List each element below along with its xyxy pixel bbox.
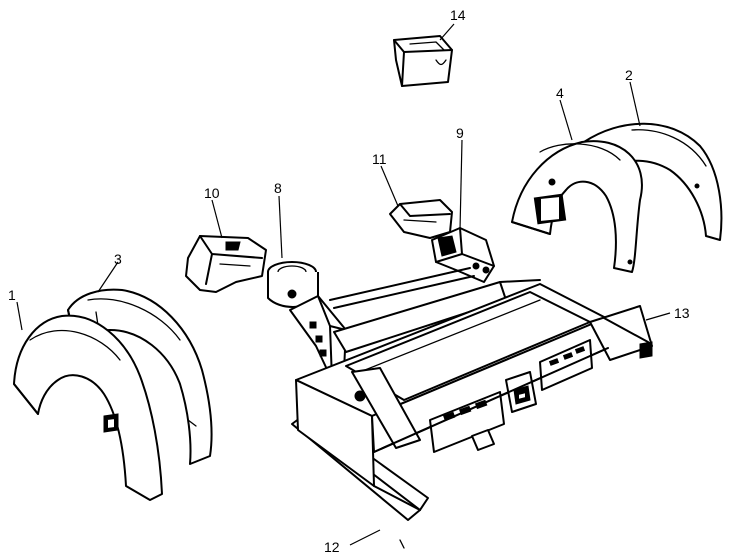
leader-14 — [439, 23, 455, 41]
leader-1 — [16, 301, 23, 331]
part-11-bracket — [389, 199, 453, 239]
leader-11 — [380, 165, 399, 207]
main-frame — [291, 283, 653, 549]
part-9-mount — [431, 227, 495, 283]
leader-12 — [349, 529, 381, 546]
leader-9 — [459, 139, 463, 231]
label-14: 14 — [450, 7, 466, 23]
leader-3 — [97, 261, 119, 293]
label-4: 4 — [556, 85, 564, 101]
leader-13 — [645, 312, 671, 321]
leader-4 — [559, 99, 573, 141]
callout-labels: 1 2 3 4 8 9 10 11 12 13 14 — [8, 7, 690, 555]
label-1: 1 — [8, 287, 16, 303]
label-13: 13 — [674, 305, 690, 321]
leader-lines — [16, 23, 671, 546]
part-8-tower — [267, 261, 347, 381]
label-2: 2 — [625, 67, 633, 83]
label-10: 10 — [204, 185, 220, 201]
leader-2 — [629, 81, 641, 127]
label-8: 8 — [274, 180, 282, 196]
part-4-wheel-arch — [511, 140, 643, 273]
label-12: 12 — [324, 539, 340, 555]
part-1-wheel-arch — [13, 314, 163, 501]
label-3: 3 — [114, 251, 122, 267]
label-9: 9 — [456, 125, 464, 141]
cross-rod — [329, 267, 475, 309]
leader-8 — [278, 195, 283, 259]
leader-10 — [211, 199, 223, 239]
part-14-box — [393, 35, 453, 87]
part-10-bracket — [185, 235, 267, 293]
label-11: 11 — [372, 151, 387, 167]
